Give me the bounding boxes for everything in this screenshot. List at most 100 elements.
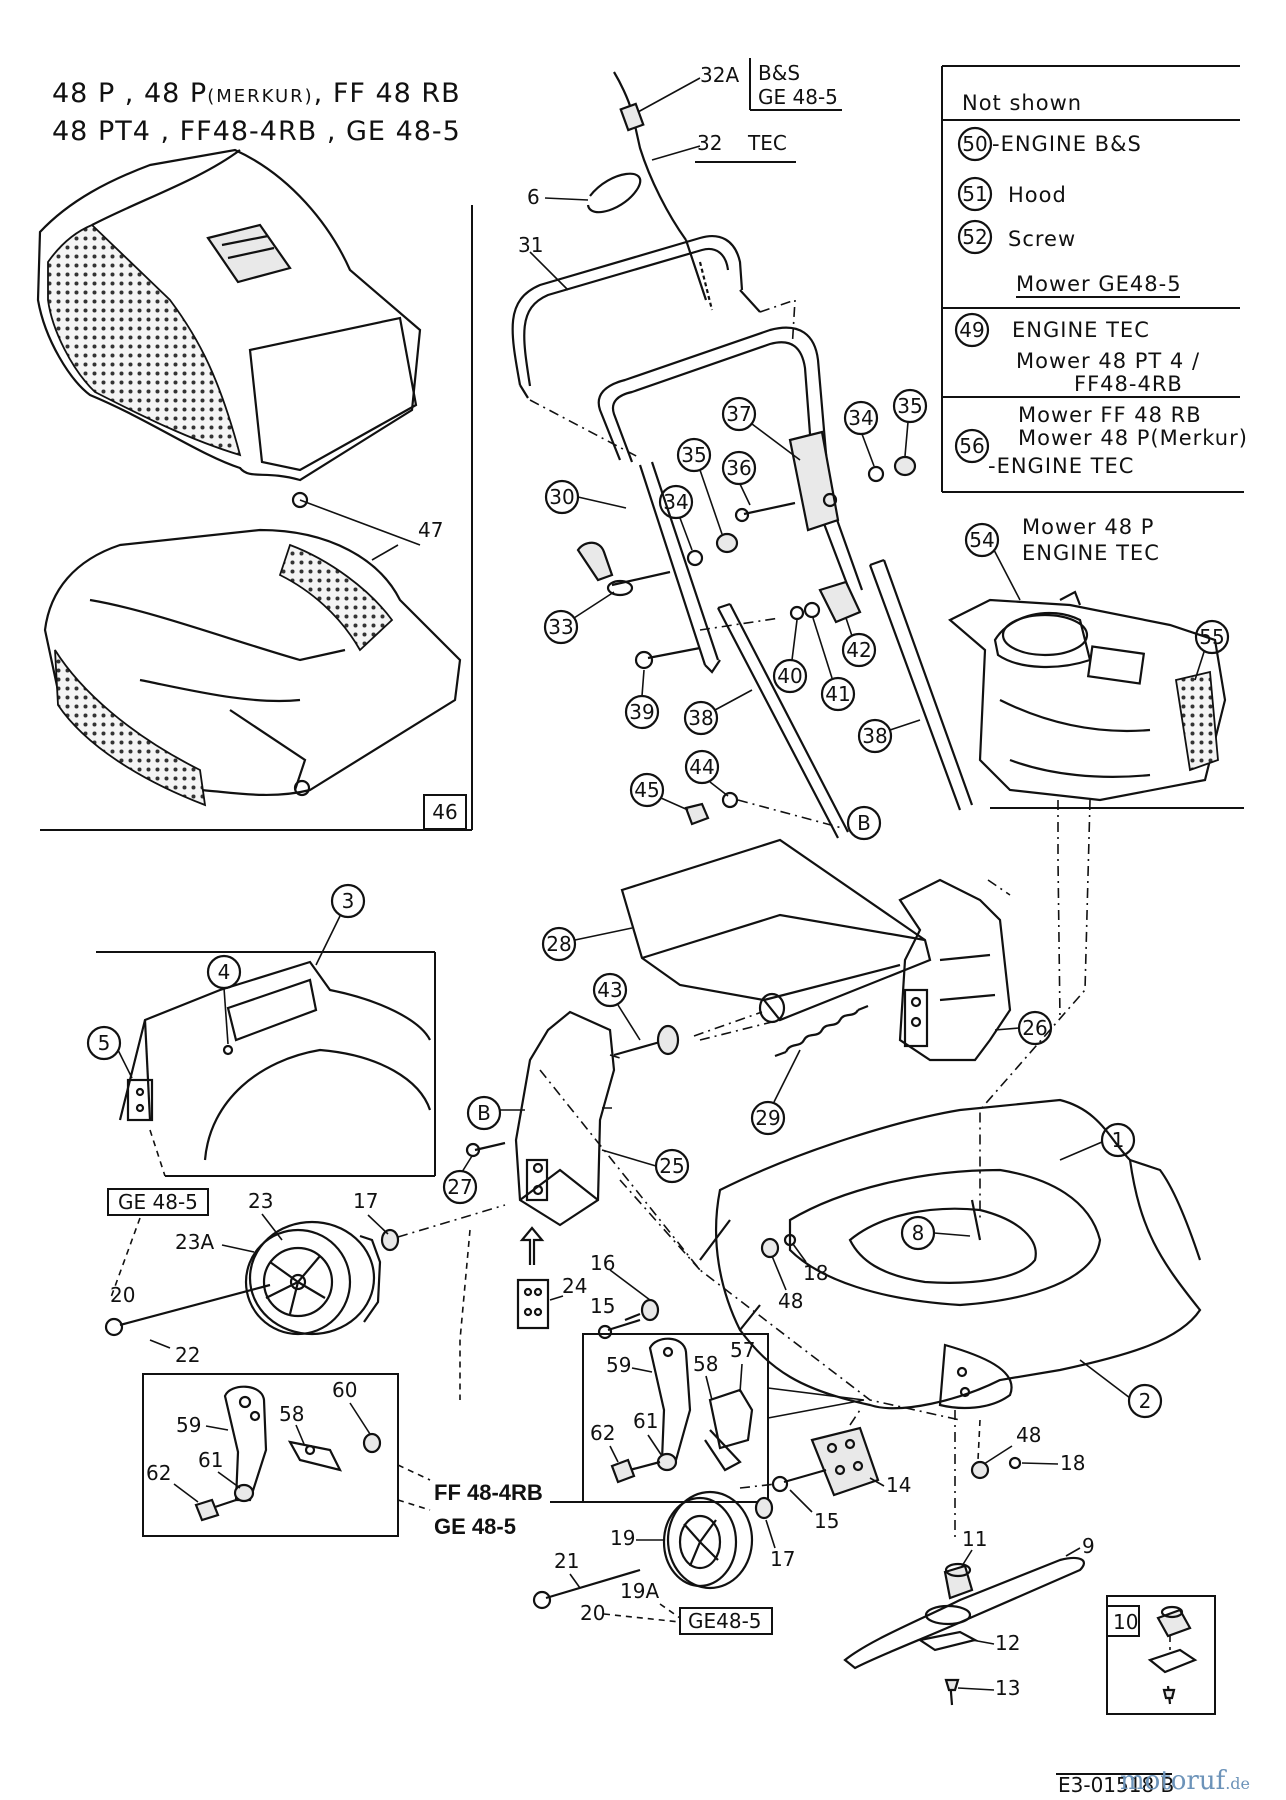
drawing-code: E3-01518 B xyxy=(1058,1773,1174,1797)
callout-17-lower: 17 xyxy=(770,1547,795,1571)
callout-42: 42 xyxy=(846,638,871,662)
watermark: motoruf.de xyxy=(1120,1766,1251,1796)
mower-deck: 1 2 8 48 18 xyxy=(699,1098,1202,1419)
legend-text-mower-ff48rb: Mower FF 48 RB xyxy=(1018,403,1202,427)
callout-8: 8 xyxy=(912,1221,925,1245)
callout-15-right: 15 xyxy=(814,1509,839,1533)
legend-text-mower-48pt4: Mower 48 PT 4 / xyxy=(1016,349,1200,373)
height-bracket-left: 25 B 27 24 16 15 xyxy=(442,1010,701,1340)
diagram-title-line1: 48 P , 48 P(MERKUR), FF 48 RB xyxy=(52,78,461,109)
callout-54: 54 xyxy=(969,528,994,552)
callout-20-upper: 20 xyxy=(110,1283,135,1307)
throttle-cable-group: 32A B&S GE 48-5 32 TEC xyxy=(613,58,842,311)
callout-34-right: 34 xyxy=(848,406,873,430)
engine-note-mower-48p: Mower 48 P xyxy=(1022,515,1154,539)
side-discharge-inset: 3 4 5 xyxy=(86,883,436,1177)
callout-18-lower: 18 xyxy=(1060,1451,1085,1475)
legend-text-ff48-4rb: FF48-4RB xyxy=(1074,372,1183,396)
callout-62-left: 62 xyxy=(146,1461,171,1485)
callout-25: 25 xyxy=(659,1154,684,1178)
catcher-bolt xyxy=(291,491,309,509)
legend-header: Not shown xyxy=(962,91,1082,115)
callout-29: 29 xyxy=(755,1106,780,1130)
callout-35-right: 35 xyxy=(897,394,922,418)
axle-bolt-43: 43 xyxy=(592,972,680,1057)
callout-58-right: 58 xyxy=(693,1352,718,1376)
blade-kit-inset: 10 xyxy=(1106,1595,1216,1715)
legend-text-engine-tec-1: ENGINE TEC xyxy=(1012,318,1150,342)
catcher-lid-mesh xyxy=(47,223,242,457)
callout-24: 24 xyxy=(562,1274,587,1298)
engine-note-engine-tec: ENGINE TEC xyxy=(1022,541,1160,565)
callout-27: 27 xyxy=(447,1175,472,1199)
callout-35-left: 35 xyxy=(681,443,706,467)
legend-num-50: 50 xyxy=(962,132,987,156)
assembly-line-1 xyxy=(539,1069,961,1421)
callout-59-right: 59 xyxy=(606,1353,631,1377)
catcher-ref-box xyxy=(423,794,467,830)
grass-catcher-group: 46 47 xyxy=(36,148,473,831)
callout-44: 44 xyxy=(689,755,714,779)
callout-58-left: 58 xyxy=(279,1402,304,1426)
callout-2: 2 xyxy=(1139,1389,1152,1413)
not-shown-legend: Not shown 50 -ENGINE B&S 51 Hood 52 Scre… xyxy=(941,65,1248,493)
callout-4: 4 xyxy=(218,960,231,984)
callout-36: 36 xyxy=(726,456,751,480)
label-ge48-5-cable: GE 48-5 xyxy=(758,85,838,109)
label-ge48-5-wheel-top: GE 48-5 xyxy=(118,1190,198,1214)
callout-19a: 19A xyxy=(620,1579,659,1603)
callout-11: 11 xyxy=(962,1527,987,1551)
callout-12: 12 xyxy=(995,1631,1020,1655)
callout-17-upper: 17 xyxy=(353,1189,378,1213)
cable-clip-6: 6 xyxy=(527,172,642,214)
callout-22: 22 xyxy=(175,1343,200,1367)
legend-text-engine-tec-2: -ENGINE TEC xyxy=(988,454,1134,478)
callout-47: 47 xyxy=(418,518,443,542)
callout-37: 37 xyxy=(726,402,751,426)
callout-38-left: 38 xyxy=(688,706,713,730)
callout-62-right: 62 xyxy=(590,1421,615,1445)
callout-61-left: 61 xyxy=(198,1448,223,1472)
callout-5: 5 xyxy=(98,1031,111,1055)
label-ge48-5-variant: GE 48-5 xyxy=(434,1514,516,1539)
callout-20-lower: 20 xyxy=(580,1601,605,1625)
engine-group: 54 55 Mower 48 P ENGINE TEC xyxy=(948,515,1244,1220)
callout-43: 43 xyxy=(597,978,622,1002)
callout-21: 21 xyxy=(554,1549,579,1573)
callout-57: 57 xyxy=(730,1338,755,1362)
callout-48-upper: 48 xyxy=(778,1289,803,1313)
callout-38-right: 38 xyxy=(862,724,887,748)
callout-23a: 23A xyxy=(175,1230,214,1254)
legend-num-49: 49 xyxy=(959,318,984,342)
callout-59-left: 59 xyxy=(176,1413,201,1437)
callout-6: 6 xyxy=(527,185,540,209)
callout-16: 16 xyxy=(590,1251,615,1275)
callout-14: 14 xyxy=(886,1473,911,1497)
callout-b-lower: B xyxy=(477,1101,491,1125)
legend-text-hood: Hood xyxy=(1008,183,1067,207)
legend-text-screw: Screw xyxy=(1008,227,1076,251)
callout-45: 45 xyxy=(634,778,659,802)
legend-num-51: 51 xyxy=(962,182,987,206)
legend-num-56: 56 xyxy=(959,434,984,458)
catcher-basket xyxy=(43,528,462,797)
legend-num-52: 52 xyxy=(962,225,987,249)
callout-32a: 32A xyxy=(700,63,739,87)
callout-61-right: 61 xyxy=(633,1409,658,1433)
callout-3: 3 xyxy=(342,889,355,913)
blade-group: 11 9 12 13 xyxy=(843,1410,1095,1706)
callout-18-upper: 18 xyxy=(803,1261,828,1285)
callout-b-upper: B xyxy=(857,811,871,835)
callout-9: 9 xyxy=(1082,1534,1095,1558)
ff-adjuster-inset-left: 59 58 60 61 62 FF 48-4RB GE 48-5 xyxy=(142,1373,543,1539)
callout-48-lower: 48 xyxy=(1016,1423,1041,1447)
callout-33: 33 xyxy=(548,615,573,639)
callout-30: 30 xyxy=(549,485,574,509)
callout-40: 40 xyxy=(777,664,802,688)
callout-23: 23 xyxy=(248,1189,273,1213)
callout-31: 31 xyxy=(518,233,543,257)
legend-text-mower-48p-merkur: Mower 48 P(Merkur) xyxy=(1018,426,1248,450)
catcher-lid xyxy=(36,148,422,482)
